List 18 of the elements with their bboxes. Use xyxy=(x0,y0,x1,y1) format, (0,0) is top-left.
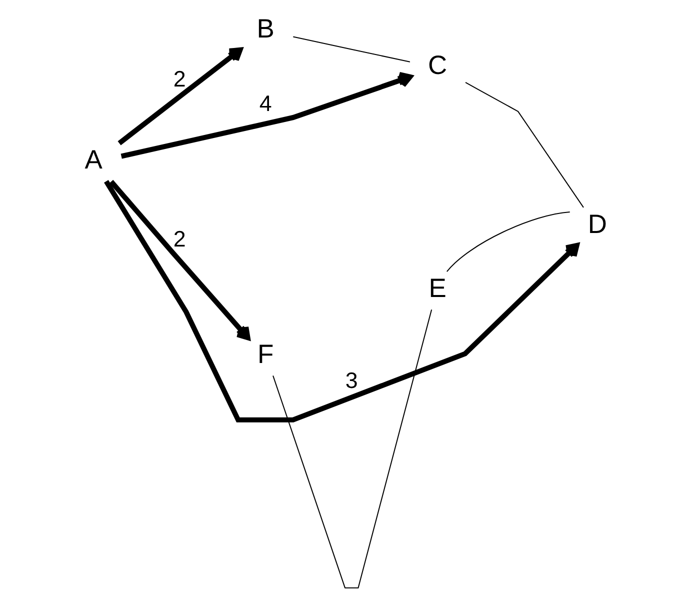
node-text: B xyxy=(256,13,274,44)
node-text: F xyxy=(258,339,274,370)
node-text: A xyxy=(84,144,102,175)
edge-label: 3 xyxy=(345,368,358,393)
edge-label: 2 xyxy=(173,226,186,252)
node-text: D xyxy=(588,208,607,239)
arrow xyxy=(104,180,580,422)
arrow xyxy=(120,72,413,159)
node-text: C xyxy=(428,50,448,80)
arrow xyxy=(118,47,243,146)
connector xyxy=(293,36,410,62)
edge-label: 2 xyxy=(173,66,186,92)
arrow xyxy=(109,180,250,340)
node-text: E xyxy=(428,272,446,303)
connector xyxy=(272,310,432,588)
connector xyxy=(465,82,584,208)
connector xyxy=(446,211,570,272)
edge-label: 4 xyxy=(259,91,272,116)
